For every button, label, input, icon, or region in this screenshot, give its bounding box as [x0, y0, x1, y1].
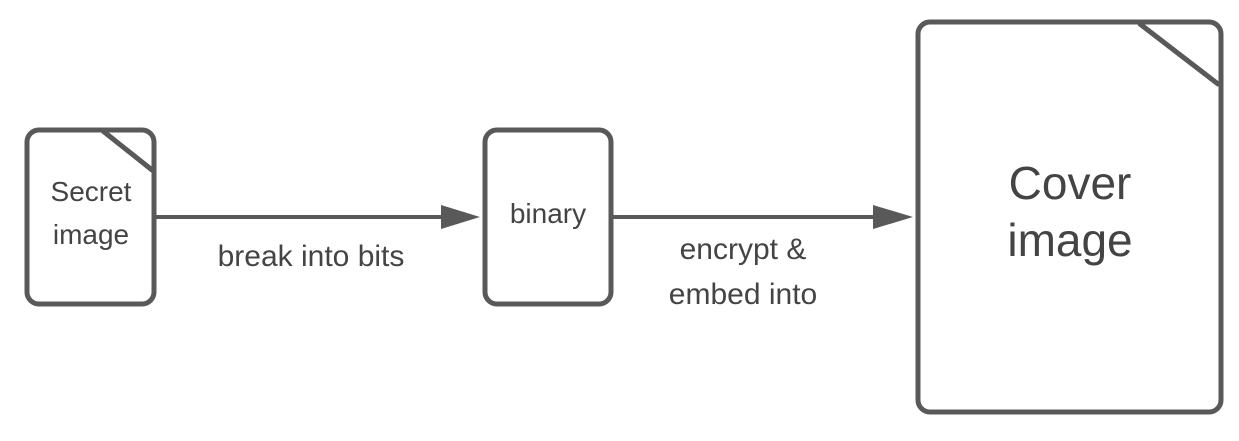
binary-label: binary [510, 198, 586, 229]
secret-image-label-line1: Secret [51, 176, 132, 207]
edge-label-break-into-bits: break into bits [218, 240, 405, 273]
cover-image-box [915, 19, 1224, 415]
node-binary: binary [482, 127, 614, 307]
edge-label-encrypt-line2: embed into [669, 278, 817, 311]
cover-image-label-line2: image [1007, 214, 1132, 266]
node-cover-image: Cover image [915, 19, 1224, 415]
edge-label-encrypt-line1: encrypt & [680, 233, 807, 266]
cover-image-fold [1137, 21, 1221, 87]
arrowhead-encrypt [873, 205, 913, 229]
secret-image-label-line2: image [53, 219, 129, 250]
edge-break-into-bits [156, 205, 480, 229]
binary-box [482, 127, 614, 307]
node-secret-image: Secret image [24, 127, 157, 307]
secret-image-box [24, 127, 157, 307]
edge-encrypt-embed [612, 205, 913, 229]
arrowhead-break [441, 205, 480, 229]
secret-image-fold [100, 128, 155, 173]
cover-image-label-line1: Cover [1009, 157, 1132, 209]
